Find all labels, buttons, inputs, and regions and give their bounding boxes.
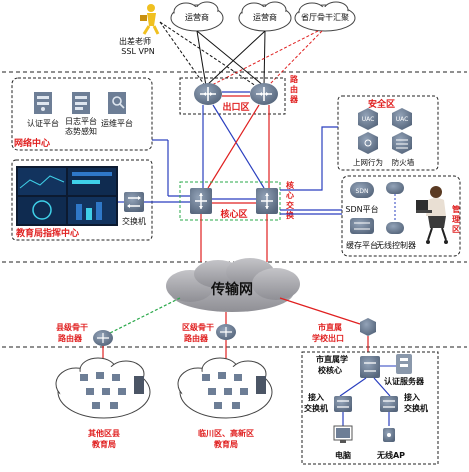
command-center-switch-label: 交换机 xyxy=(122,216,146,226)
wlc-label: 无线控制器 xyxy=(376,240,416,250)
county-router-icon xyxy=(93,330,113,346)
command-center-switch-icon xyxy=(124,192,144,212)
auth-platform-icon xyxy=(34,92,52,114)
security-item-behavior: 上网行为 xyxy=(353,157,383,167)
auth-server-icon xyxy=(396,354,412,374)
cloud-carrier-2-label: 运营商 xyxy=(253,12,277,22)
cloud-left-label: 其他区县教育局 xyxy=(88,428,120,449)
transport-cloud xyxy=(166,258,300,312)
school-core-label: 市直属学校核心 xyxy=(316,354,348,375)
network-center-item-3: 运维平台 xyxy=(101,118,133,128)
backbone-links xyxy=(209,30,323,87)
district-router-label: 区级骨干路由器 xyxy=(182,322,214,343)
core-switch-2 xyxy=(256,188,278,214)
security-title: 安全区 xyxy=(368,98,395,110)
cloud-backbone-label: 省厅骨干汇聚 xyxy=(301,12,349,22)
egress-router-1 xyxy=(194,83,222,105)
pc-icon xyxy=(333,425,353,443)
svg-text:UAC: UAC xyxy=(396,116,409,123)
cloud-carrier-1 xyxy=(170,1,224,32)
core-area-label: 核心区 xyxy=(220,208,247,220)
network-center-title: 网络中心 xyxy=(14,137,50,149)
network-center-item-1: 认证平台 xyxy=(27,118,59,128)
firewall-icon xyxy=(392,132,412,154)
access-switch-2-label: 接入交换机 xyxy=(404,392,428,413)
school-core-switch-icon xyxy=(360,356,380,378)
auth-server-label: 认证服务器 xyxy=(384,376,425,386)
log-platform-icon xyxy=(72,92,90,114)
egress-router-2 xyxy=(250,83,278,105)
behavior-mgmt-icon xyxy=(358,132,378,154)
security-area-box xyxy=(337,95,439,171)
cache-platform-icon xyxy=(350,218,374,234)
county-router-label: 县级骨干路由器 xyxy=(56,322,88,343)
wireless-controller-icon xyxy=(386,182,404,234)
uac-icon-1: UAC xyxy=(358,108,378,130)
city-school-exit-icon xyxy=(360,318,376,336)
ap-label: 无线AP xyxy=(376,450,405,460)
management-area-box xyxy=(341,175,461,257)
sdn-label: SDN平台 xyxy=(345,204,378,214)
management-tag: 管理区 xyxy=(452,204,460,234)
svg-text:SDN: SDN xyxy=(356,188,369,195)
core-area-box xyxy=(179,181,281,221)
sdn-platform-icon: SDN xyxy=(350,182,374,198)
security-item-firewall: 防火墙 xyxy=(392,157,415,167)
vpn-links xyxy=(159,21,263,91)
cache-label: 缓存平台 xyxy=(346,240,378,250)
svg-text:UAC: UAC xyxy=(362,116,375,123)
router-tag: 路由器 xyxy=(289,74,299,104)
cloud-mid-label: 临川区、高新区教育局 xyxy=(198,428,254,449)
cloud-carrier-1-label: 运营商 xyxy=(185,12,209,22)
district-router-icon xyxy=(216,324,236,340)
access-switch-1-label: 接入交换机 xyxy=(304,392,328,413)
core-tag: 核心交换 xyxy=(286,180,295,220)
traveler-label-2: SSL VPN xyxy=(121,47,154,56)
traveler-label-1: 出差老师 xyxy=(119,36,151,46)
access-switch-2-icon xyxy=(380,396,398,412)
cloud-other-counties xyxy=(55,357,151,419)
network-center-box xyxy=(11,77,153,151)
city-school-box xyxy=(301,351,439,465)
pc-label: 电脑 xyxy=(335,450,351,460)
core-switch-1 xyxy=(190,188,212,214)
command-center-box xyxy=(11,159,153,241)
admin-person-icon xyxy=(416,186,448,244)
command-center-title: 教育局指挥中心 xyxy=(15,227,79,239)
cloud-backbone xyxy=(294,1,356,32)
access-switch-1-icon xyxy=(334,396,352,412)
ops-platform-icon xyxy=(108,92,126,114)
cloud-carrier-2 xyxy=(238,1,292,32)
ap-icon xyxy=(383,428,395,442)
cloud-linchuan-gaoxin xyxy=(177,357,273,419)
city-school-exit-label: 市直属学校出口 xyxy=(312,322,344,343)
command-center-screens xyxy=(16,166,118,226)
transport-label: 传输网 xyxy=(210,281,253,298)
egress-area-label: 出口区 xyxy=(222,101,249,113)
network-center-item-2: 日志平台态势感知 xyxy=(65,116,97,136)
uac-icon-2: UAC xyxy=(392,108,412,130)
egress-area-box xyxy=(179,77,286,115)
traveler-icon xyxy=(140,4,160,35)
